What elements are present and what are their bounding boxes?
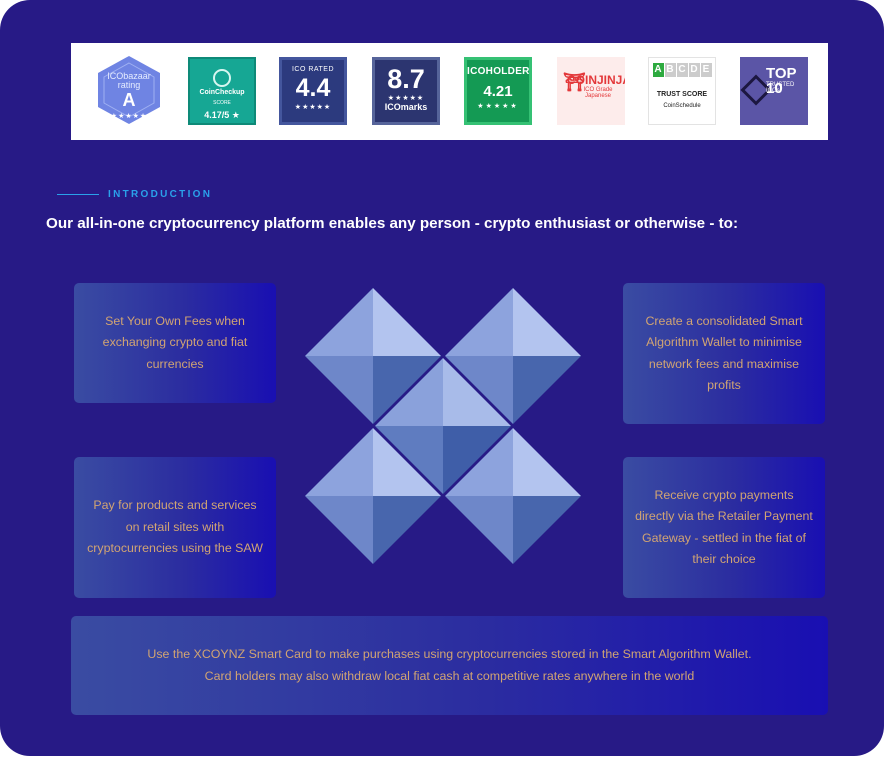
coinschedule-rating-badge[interactable]: A B C D E TRUST SCORE CoinSchedule	[648, 57, 716, 125]
feature-card-wallet: Create a consolidated Smart Algorithm Wa…	[623, 283, 825, 424]
icomarks-score: 8.7	[387, 64, 425, 94]
trust-grade-d: D	[688, 63, 700, 77]
feature-text-receive: Receive crypto payments directly via the…	[635, 487, 813, 567]
ratings-strip: ICObazaar rating A ★★★★★ CoinCheckup SCO…	[71, 43, 828, 140]
feature-card-receive: Receive crypto payments directly via the…	[623, 457, 825, 598]
icoholder-score: 4.21	[483, 83, 513, 100]
top10-name: TOP 10	[766, 65, 797, 97]
smart-card-text-line1: Use the XCOYNZ Smart Card to make purcha…	[147, 647, 752, 661]
icobazaar-stars: ★★★★★	[110, 113, 148, 120]
coinschedule-brand: CoinSchedule	[663, 103, 701, 109]
icomarks-rating-badge[interactable]: 8.7 ★★★★★ ICOmarks	[372, 57, 440, 125]
xcoynz-logo-icon	[305, 288, 581, 564]
top10-rating-badge[interactable]: TOP 10 TRUSTED ICOs	[740, 57, 808, 125]
icobazaar-name-line1: ICObazaar	[107, 71, 151, 81]
feature-card-fees: Set Your Own Fees when exchanging crypto…	[74, 283, 276, 403]
trust-score-label: TRUST SCORE	[656, 91, 708, 98]
coinjinja-rating-badge[interactable]: ⛩ COINJINJA ICO Grade Japanese	[557, 57, 625, 125]
feature-text-fees: Set Your Own Fees when exchanging crypto…	[102, 313, 248, 371]
icobazaar-rating-badge[interactable]: ICObazaar rating A ★★★★★	[96, 54, 162, 126]
trust-grade-a: A	[652, 63, 664, 77]
coincheckup-logo-icon	[213, 69, 231, 87]
icorated-score: 4.4	[295, 74, 331, 102]
intro-headline: Our all-in-one cryptocurrency platform e…	[46, 215, 739, 232]
icomarks-name: ICOmarks	[384, 102, 428, 112]
intro-divider	[57, 194, 99, 195]
coincheckup-name: CoinCheckup	[199, 89, 245, 96]
trust-grade-letters: A B C D E	[649, 63, 715, 77]
icorated-name: ICO RATED	[291, 66, 335, 73]
feature-text-wallet: Create a consolidated Smart Algorithm Wa…	[645, 313, 803, 393]
coincheckup-score: 4.17/5 ★	[204, 110, 240, 120]
icomarks-stars: ★★★★★	[387, 95, 425, 102]
trust-grade-b: B	[664, 63, 676, 77]
feature-card-pay: Pay for products and services on retail …	[74, 457, 276, 598]
icoholder-name: ICOHOLDER	[467, 66, 530, 77]
coincheckup-sub: SCORE	[213, 100, 231, 106]
trust-grade-c: C	[676, 63, 688, 77]
coincheckup-rating-badge[interactable]: CoinCheckup SCORE 4.17/5 ★	[188, 57, 256, 125]
icobazaar-score: A	[122, 90, 136, 110]
coinjinja-sub: ICO Grade Japanese	[583, 87, 613, 99]
icobazaar-name-line2: rating	[117, 80, 141, 90]
top10-sub: TRUSTED ICOs	[766, 82, 795, 94]
icoholder-rating-badge[interactable]: ICOHOLDER 4.21 ★★★★★	[464, 57, 532, 125]
feature-text-pay: Pay for products and services on retail …	[87, 498, 263, 556]
icorated-rating-badge[interactable]: ICO RATED 4.4 ★★★★★	[279, 57, 347, 125]
coinjinja-name: COINJINJA	[567, 73, 625, 87]
trust-grade-e: E	[700, 63, 712, 77]
smart-card-text-line2: Card holders may also withdraw local fia…	[204, 668, 695, 683]
icoholder-stars: ★★★★★	[477, 103, 519, 110]
intro-label: INTRODUCTION	[108, 189, 213, 200]
torii-gate-icon: ⛩	[563, 72, 586, 92]
icorated-stars: ★★★★★	[294, 104, 332, 111]
hexagon-icon	[98, 56, 160, 124]
feature-card-smart-card: Use the XCOYNZ Smart Card to make purcha…	[71, 616, 828, 715]
